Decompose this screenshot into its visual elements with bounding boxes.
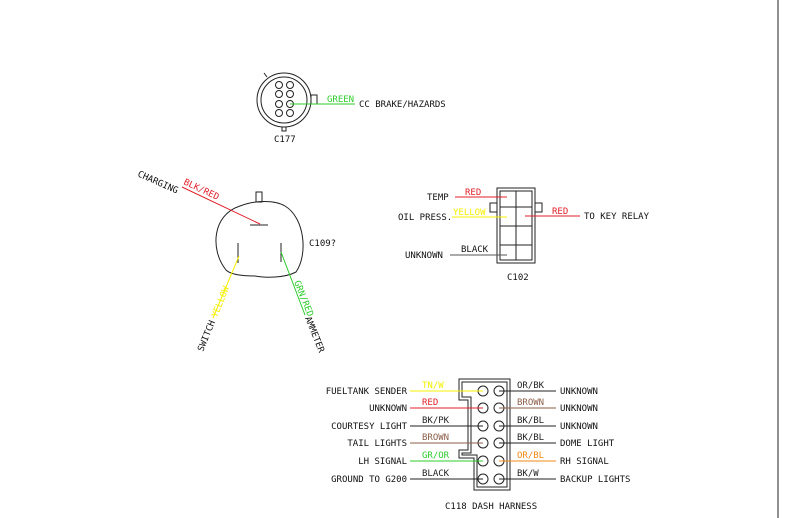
circuit-label: UNKNOWN xyxy=(560,404,598,414)
circuit-label: TAIL LIGHTS xyxy=(347,439,407,449)
wire-label: OR/BL xyxy=(517,451,544,461)
circuit-label: UNKNOWN xyxy=(560,387,598,397)
key-relay-label: TO KEY RELAY xyxy=(584,212,650,222)
oil-press-label: OIL PRESS. xyxy=(398,213,452,223)
circuit-label: GROUND TO G200 xyxy=(331,475,407,485)
connector-label: C118 DASH HARNESS xyxy=(445,502,537,512)
circuit-label: BACKUP LIGHTS xyxy=(560,475,630,485)
circuit-label: FUELTANK SENDER xyxy=(326,387,408,397)
wire-label: BK/BL xyxy=(517,416,544,426)
wire-label: RED xyxy=(552,207,568,217)
wire-label: BK/BL xyxy=(517,433,544,443)
wire-label: BLACK xyxy=(461,245,489,255)
circuit-label: UNKNOWN xyxy=(560,422,598,432)
circuit-label: CC BRAKE/HAZARDS xyxy=(359,100,446,110)
circuit-label: LH SIGNAL xyxy=(358,457,407,467)
connector-label: C102 xyxy=(507,273,529,283)
charging-label: CHARGING xyxy=(136,170,180,197)
circuit-label: UNKNOWN xyxy=(369,404,407,414)
wire-label: BK/W xyxy=(517,469,539,479)
wire-label: RED xyxy=(465,188,481,198)
wire-label: BLACK xyxy=(422,469,450,479)
wire-label: GRN/RED xyxy=(291,279,314,318)
circuit-label: COURTESY LIGHT xyxy=(331,422,407,432)
wire-label: BK/PK xyxy=(422,416,450,426)
temp-label: TEMP xyxy=(427,193,449,203)
wire-label: RED xyxy=(422,398,438,408)
circuit-label: DOME LIGHT xyxy=(560,439,615,449)
unknown-label: UNKNOWN xyxy=(405,251,443,261)
wire-label: YELLOW xyxy=(453,208,486,218)
connector-c102: TEMP RED OIL PRESS. YELLOW UNKNOWN BLACK… xyxy=(398,187,650,283)
connector-c118: C118 DASH HARNESS TN/W FUELTANK SENDER RED… xyxy=(326,378,630,512)
wire-label: GR/OR xyxy=(422,451,450,461)
connector-label: C177 xyxy=(274,135,296,145)
wire-label: YELLOW xyxy=(211,285,233,319)
circuit-label: RH SIGNAL xyxy=(560,457,609,467)
wire-yellow xyxy=(212,255,240,319)
wire-label: GREEN xyxy=(327,95,354,105)
connector-c1097: CHARGING BLK/RED YELLOW SWITCH GRN/RED A… xyxy=(136,170,336,355)
wire-label: OR/BK xyxy=(517,381,545,391)
switch-label: SWITCH xyxy=(197,319,218,353)
wire-grn-red xyxy=(280,251,306,316)
wire-blk-red xyxy=(181,186,261,225)
wire-label: BLK/RED xyxy=(182,178,221,203)
connector-c177: GREEN CC BRAKE/HAZARDS C177 xyxy=(256,72,446,145)
connector-label: C109? xyxy=(309,239,336,249)
wire-label: BROWN xyxy=(517,398,544,408)
ammeter-label: AMMETER xyxy=(302,315,326,354)
wire-label: BROWN xyxy=(422,433,449,443)
wire-label: TN/W xyxy=(422,381,444,391)
